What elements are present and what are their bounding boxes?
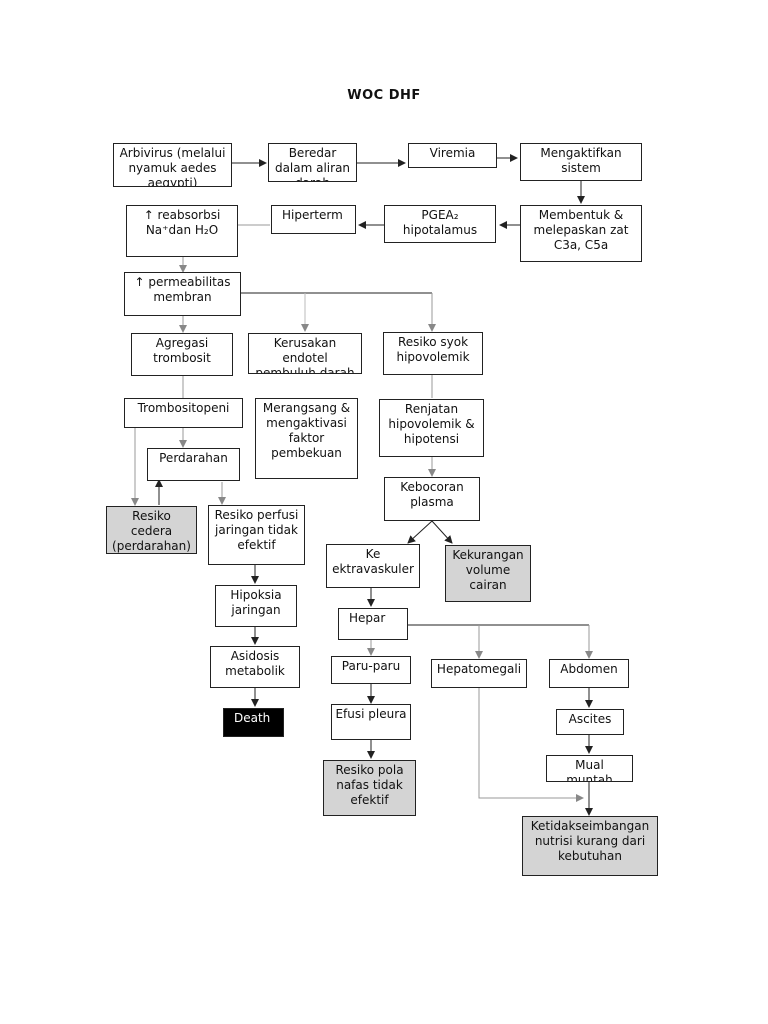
node-agregasi: Agregasi trombosit — [131, 333, 233, 376]
node-perdarahan: Perdarahan — [147, 448, 240, 481]
node-hiperterm: Hiperterm — [271, 205, 356, 234]
edge-kebocoran-ekstra — [407, 520, 433, 544]
node-mengaktifkan: Mengaktifkan sistem — [520, 143, 642, 181]
node-membentuk: Membentuk & melepaskan zat C3a, C5a — [520, 205, 642, 262]
node-ketidakseimbangan: Ketidakseimbangan nutrisi kurang dari ke… — [522, 816, 658, 876]
node-reabsorbsi: ↑ reabsorbsi Na⁺dan H₂O — [126, 205, 238, 257]
node-renjatan: Renjatan hipovolemik & hipotensi — [379, 399, 484, 457]
node-permeabilitas: ↑ permeabilitas membran — [124, 272, 241, 316]
node-hepatomegali: Hepatomegali — [431, 659, 527, 688]
node-arbivirus: Arbivirus (melalui nyamuk aedes aegypti) — [113, 143, 232, 187]
node-abdomen: Abdomen — [549, 659, 629, 688]
node-asidosis: Asidosis metabolik — [210, 646, 300, 688]
node-resiko-cedera: Resiko cedera (perdarahan) — [106, 506, 197, 554]
node-mual: Mual muntah — [546, 755, 633, 782]
node-merangsang: Merangsang & mengaktivasi faktor pembeku… — [255, 398, 358, 479]
node-resiko-perfusi: Resiko perfusi jaringan tidak efektif — [208, 505, 305, 565]
node-paru: Paru-paru — [331, 656, 411, 684]
diagram-title: WOC DHF — [347, 88, 421, 103]
node-resiko-pola: Resiko pola nafas tidak efektif — [323, 760, 416, 816]
node-death: Death — [223, 708, 284, 737]
node-pgea: PGEA₂ hipotalamus — [384, 205, 496, 243]
node-resiko-syok: Resiko syok hipovolemik — [383, 332, 483, 375]
node-hepar: Hepar — [338, 608, 408, 640]
node-beredar: Beredar dalam aliran darah — [268, 143, 357, 182]
node-hipoksia: Hipoksia jaringan — [215, 585, 297, 627]
edge-kebocoran-kekurangan — [431, 520, 453, 544]
node-kekurangan: Kekurangan volume cairan — [445, 545, 531, 602]
node-ke-ekstravaskuler: Ke ektravaskuler — [326, 544, 420, 588]
node-efusi: Efusi pleura — [331, 704, 411, 740]
node-trombositopeni: Trombositopeni — [124, 398, 243, 428]
node-viremia: Viremia — [408, 143, 497, 168]
node-ascites: Ascites — [556, 709, 624, 735]
node-kebocoran: Kebocoran plasma — [384, 477, 480, 521]
node-kerusakan: Kerusakan endotel pembuluh darah — [248, 333, 362, 374]
